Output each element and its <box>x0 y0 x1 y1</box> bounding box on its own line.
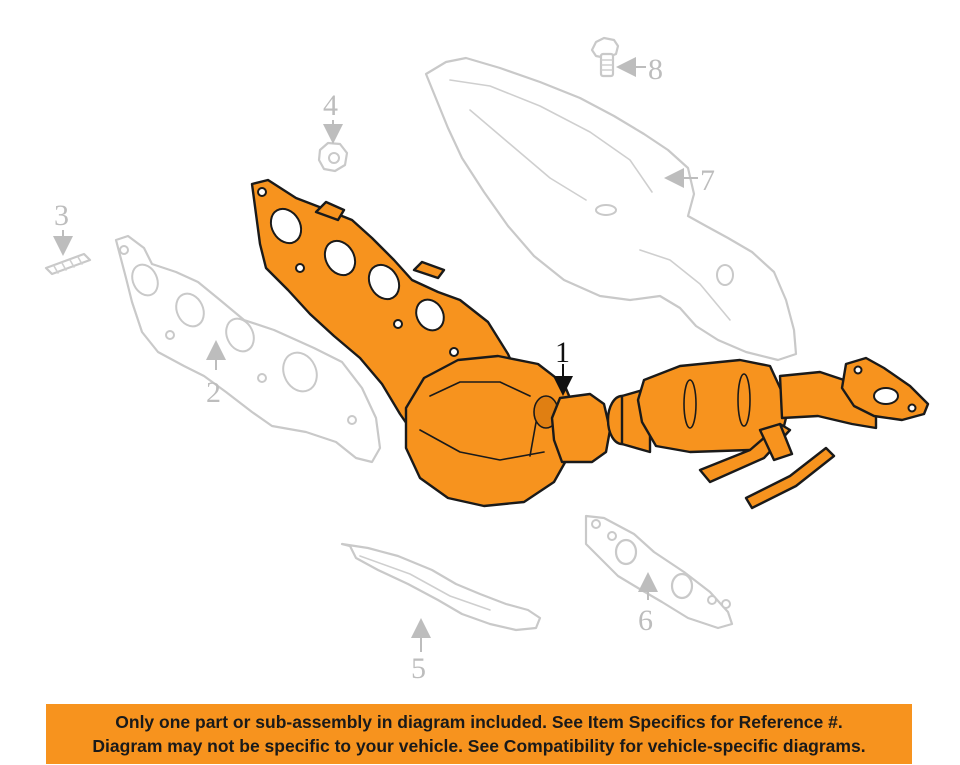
part-1-exhaust-manifold <box>250 178 930 510</box>
part-2-gasket <box>114 234 382 464</box>
callout-3: 3 <box>54 199 69 232</box>
parts-diagram: 8 4 3 2 7 5 <box>44 36 930 685</box>
part-4-nut <box>317 141 349 173</box>
callout-6: 6 <box>638 604 653 637</box>
callout-2: 2 <box>206 376 221 409</box>
callout-7: 7 <box>700 164 715 197</box>
part-3-stud <box>44 252 92 276</box>
disclaimer-line-1: Only one part or sub-assembly in diagram… <box>115 712 843 732</box>
callout-1: 1 <box>555 336 570 369</box>
part-8-bolt <box>590 36 620 78</box>
disclaimer-banner: Only one part or sub-assembly in diagram… <box>46 704 912 764</box>
disclaimer-line-2: Diagram may not be specific to your vehi… <box>92 736 866 756</box>
part-7-heat-shield <box>424 56 798 362</box>
callout-8: 8 <box>648 53 663 86</box>
callout-5: 5 <box>411 652 426 685</box>
part-5-lower-shield <box>340 542 542 632</box>
callout-4: 4 <box>323 89 338 122</box>
part-6-bracket <box>584 514 734 630</box>
